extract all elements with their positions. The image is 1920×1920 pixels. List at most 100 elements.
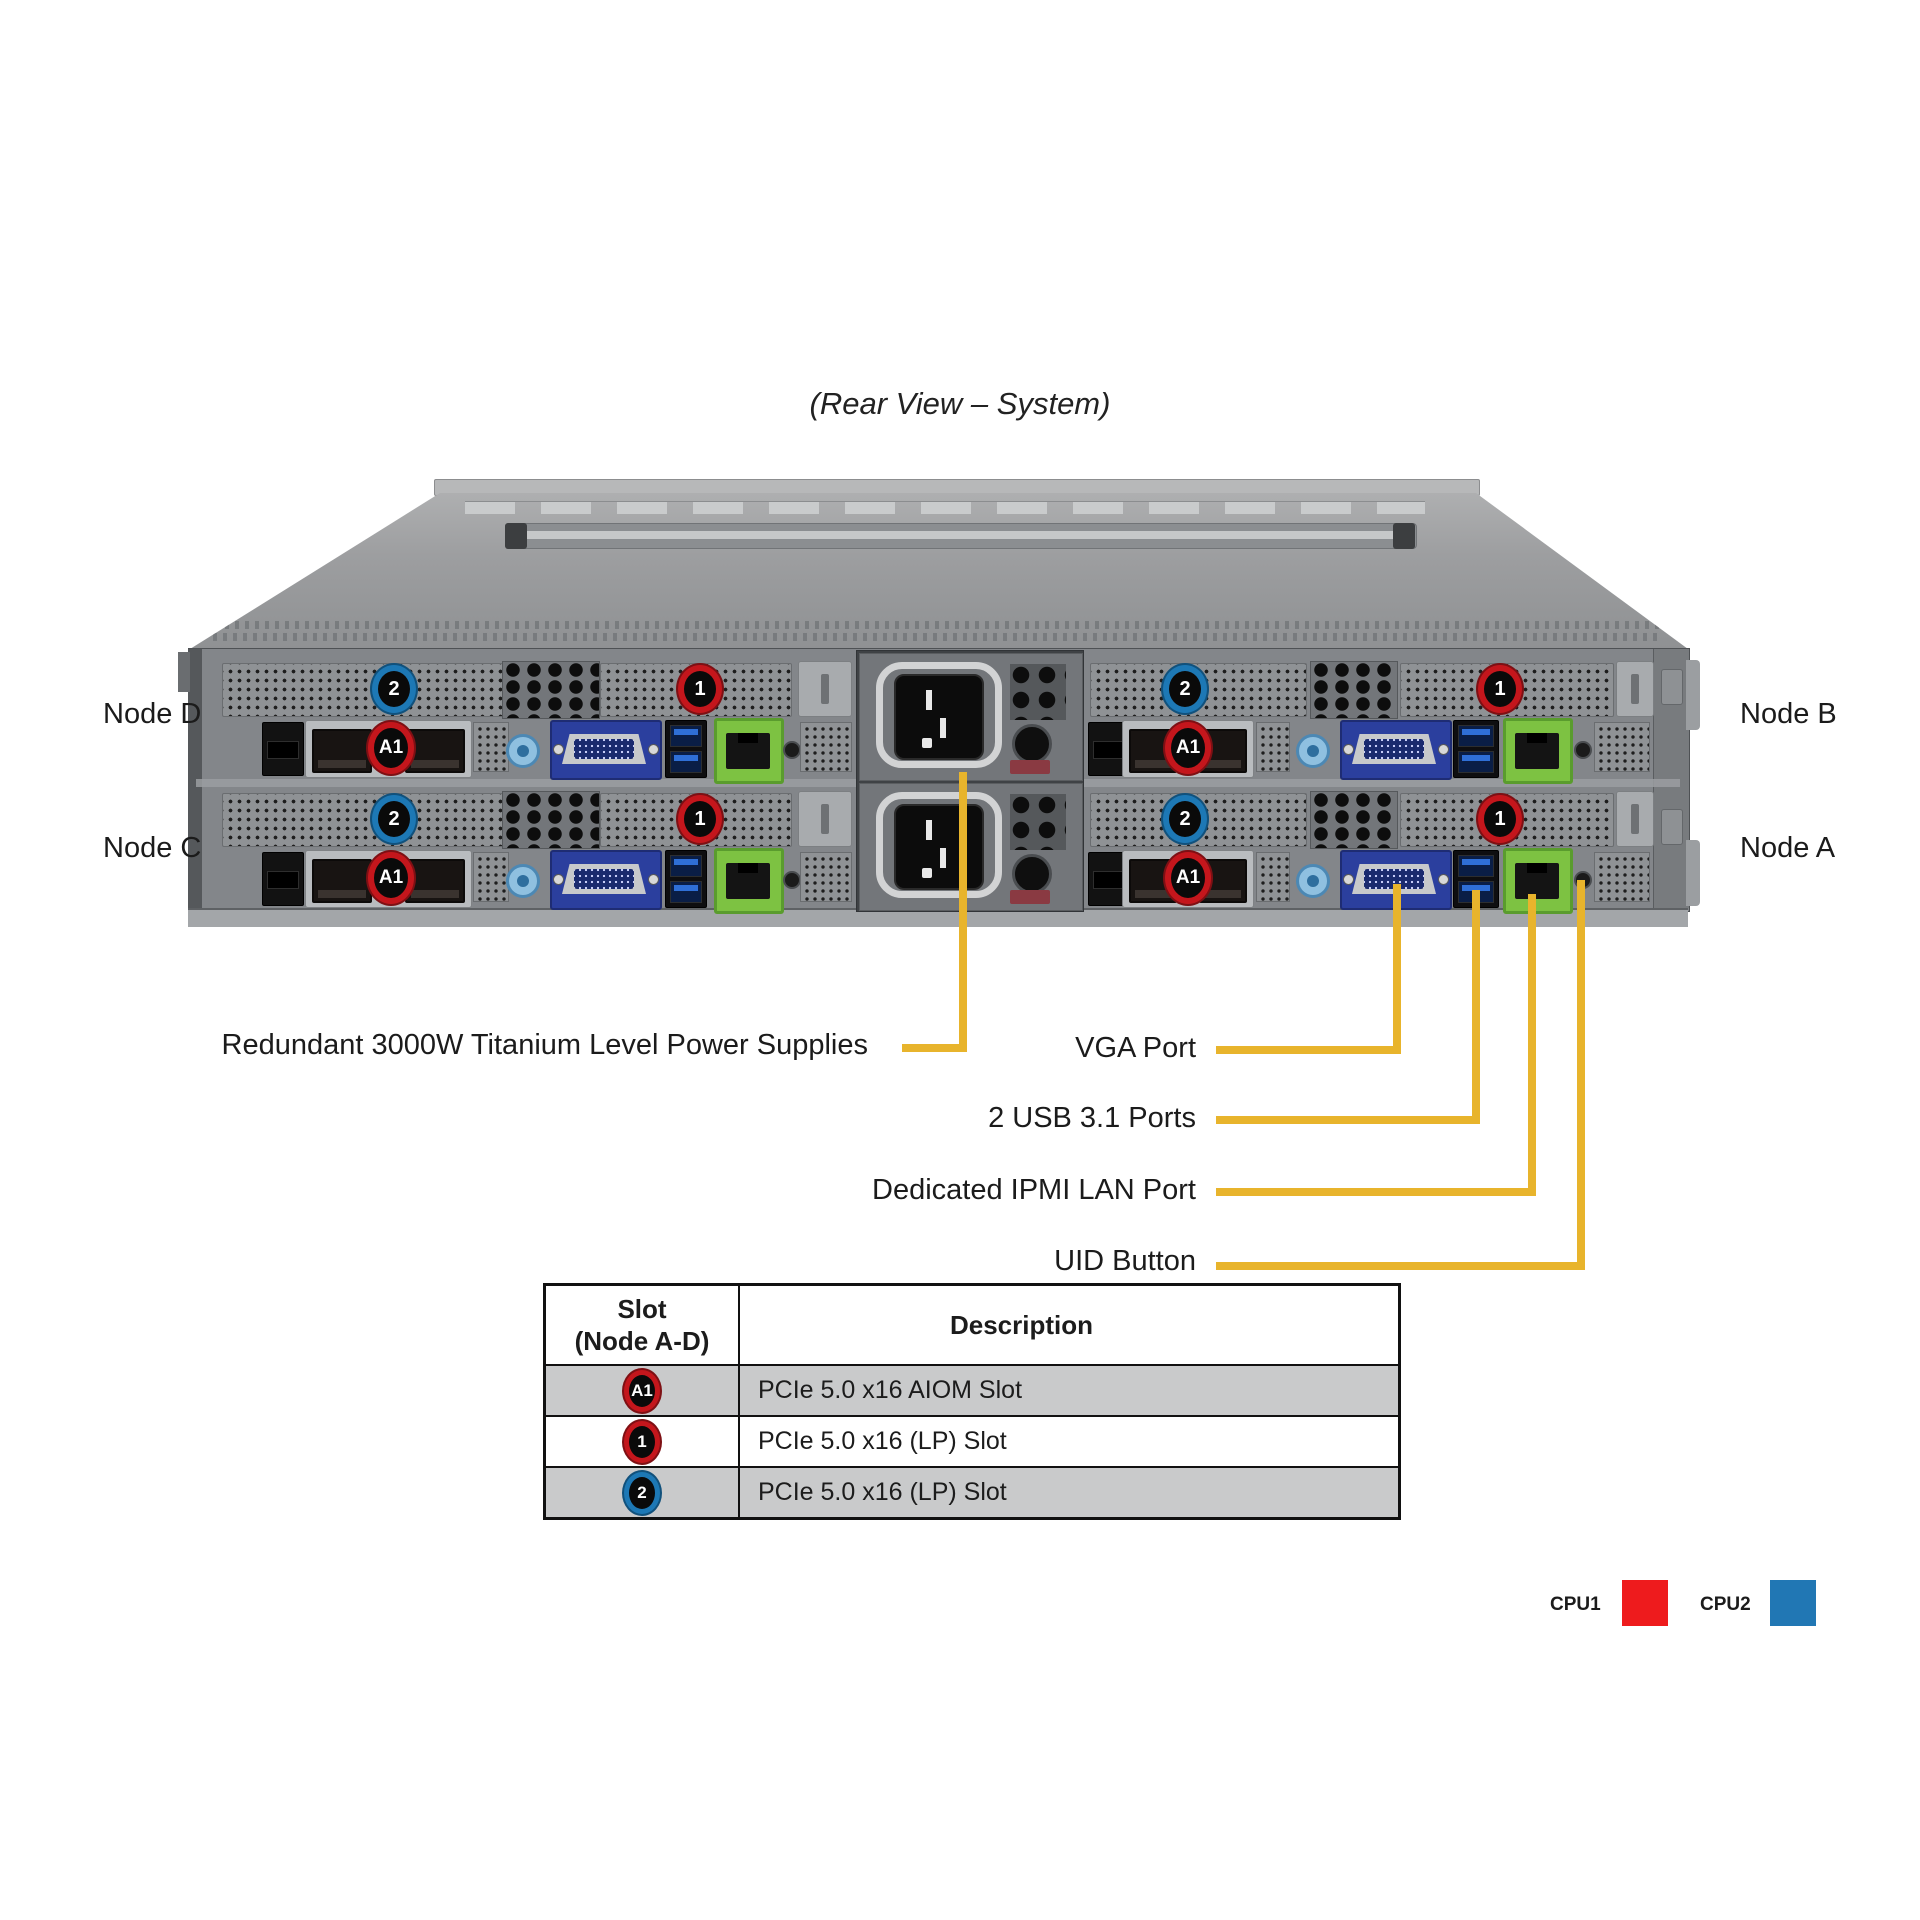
ipmi-lan-port — [1503, 718, 1573, 784]
chassis-latch — [1661, 669, 1683, 705]
ipmi-lan-port-node-a — [1503, 848, 1573, 914]
lan-jack — [1515, 863, 1559, 899]
ac-pin — [940, 718, 946, 738]
slot-header-line2: (Node A-D) — [574, 1326, 710, 1356]
usb-port — [670, 855, 702, 877]
table-row: 2 PCIe 5.0 x16 (LP) Slot — [546, 1466, 1398, 1517]
ac-pin — [922, 738, 932, 748]
usb-port — [1458, 725, 1494, 747]
slot-cell: 1 — [546, 1417, 740, 1466]
cpu2-legend-label: CPU2 — [1700, 1594, 1751, 1615]
psu-fan — [1012, 854, 1052, 894]
vga-screw — [1343, 744, 1354, 755]
psu-release-latch — [1010, 760, 1050, 774]
slot-badge-a1: A1 — [1165, 722, 1211, 774]
slot-badge-2: 2 — [624, 1471, 660, 1514]
usb-port — [670, 751, 702, 773]
sfp-port — [262, 852, 304, 906]
usb-callout-label: 2 USB 3.1 Ports — [988, 1102, 1196, 1134]
node-c-label: Node C — [103, 832, 202, 864]
center-vent-grid — [502, 791, 600, 849]
chassis-left-edge — [188, 649, 202, 908]
vga-screw — [648, 744, 659, 755]
callout-line-ipmi — [1528, 894, 1536, 1196]
sfp-port — [262, 722, 304, 776]
node-b-label: Node B — [1740, 698, 1837, 730]
slot-description: PCIe 5.0 x16 (LP) Slot — [758, 1427, 1007, 1455]
slot-header-cell: Slot (Node A-D) — [546, 1286, 740, 1364]
center-vent-grid — [1310, 661, 1398, 719]
vent-grid — [800, 722, 852, 772]
vga-pins — [1364, 739, 1424, 759]
vga-port — [550, 850, 662, 910]
vga-port — [550, 720, 662, 780]
node-latch — [1616, 791, 1654, 847]
vga-screw — [1438, 874, 1449, 885]
power-button — [1296, 734, 1330, 768]
uid-callout-label: UID Button — [1054, 1245, 1196, 1277]
usb-ports — [665, 720, 707, 778]
ipmi-lan-port — [714, 848, 784, 914]
callout-line-uid — [1216, 1262, 1585, 1270]
table-header-row: Slot (Node A-D) Description — [546, 1286, 1398, 1364]
psu-callout-label: Redundant 3000W Titanium Level Power Sup… — [221, 1029, 868, 1061]
vent-grid — [1256, 722, 1290, 772]
vent-grid — [1256, 852, 1290, 902]
nic-port — [312, 729, 372, 773]
psu-handle — [876, 662, 1002, 768]
chassis-top-lid — [190, 493, 1688, 649]
aiom-nic-ports — [1122, 850, 1254, 908]
psu-ac-inlet — [894, 674, 984, 760]
description-header-cell: Description — [740, 1286, 1398, 1364]
cpu1-color-swatch — [1622, 1580, 1668, 1626]
ac-pin — [940, 848, 946, 868]
psu-vent-grid — [1010, 794, 1066, 850]
psu-fan — [1012, 724, 1052, 764]
usb-ports — [1453, 720, 1499, 778]
psu-handle — [876, 792, 1002, 898]
power-button — [506, 864, 540, 898]
power-supply-bottom — [859, 783, 1083, 911]
slot-badge-2: 2 — [372, 795, 416, 843]
usb-port — [670, 881, 702, 903]
lid-rear-vent-hatch — [215, 621, 1660, 629]
slot-badge-a1: A1 — [624, 1369, 660, 1412]
slot-badge-1: 1 — [678, 665, 722, 713]
slot-badge-2: 2 — [372, 665, 416, 713]
chassis-left-ear — [178, 652, 190, 692]
node-latch — [1616, 661, 1654, 717]
psu-release-latch — [1010, 890, 1050, 904]
pcie-slot2-vent-plate — [222, 663, 504, 717]
callout-line-psu — [902, 1044, 967, 1052]
slot-description-table: Slot (Node A-D) Description A1 PCIe 5.0 … — [543, 1283, 1401, 1520]
slot-badge-a1: A1 — [1165, 852, 1211, 904]
vent-grid — [1594, 722, 1650, 772]
chassis-right-ear — [1686, 660, 1700, 730]
callout-line-uid — [1577, 880, 1585, 1270]
vga-screw — [1343, 874, 1354, 885]
psu-bay — [856, 650, 1084, 912]
slot-description: PCIe 5.0 x16 AIOM Slot — [758, 1376, 1023, 1404]
vent-grid — [1594, 852, 1650, 902]
psu-ac-inlet — [894, 804, 984, 890]
callout-line-vga — [1216, 1046, 1401, 1054]
node-latch — [798, 661, 852, 717]
node-d-label: Node D — [103, 698, 202, 730]
uid-button — [783, 871, 801, 889]
vent-grid — [800, 852, 852, 902]
nic-port — [405, 859, 465, 903]
lan-jack — [726, 863, 770, 899]
slot-description: PCIe 5.0 x16 (LP) Slot — [758, 1478, 1007, 1506]
ipmi-callout-label: Dedicated IPMI LAN Port — [872, 1174, 1196, 1206]
vga-pins — [574, 739, 634, 759]
slot-badge-a1: A1 — [368, 852, 414, 904]
sfp-port — [1088, 722, 1128, 776]
vga-screw — [1438, 744, 1449, 755]
slot-badge-1: 1 — [624, 1420, 660, 1463]
ipmi-lan-port — [714, 718, 784, 784]
cpu1-legend-label: CPU1 — [1550, 1594, 1601, 1615]
slot-cell: 2 — [546, 1468, 740, 1517]
slot-badge-1: 1 — [1478, 795, 1522, 843]
center-vent-grid — [1310, 791, 1398, 849]
